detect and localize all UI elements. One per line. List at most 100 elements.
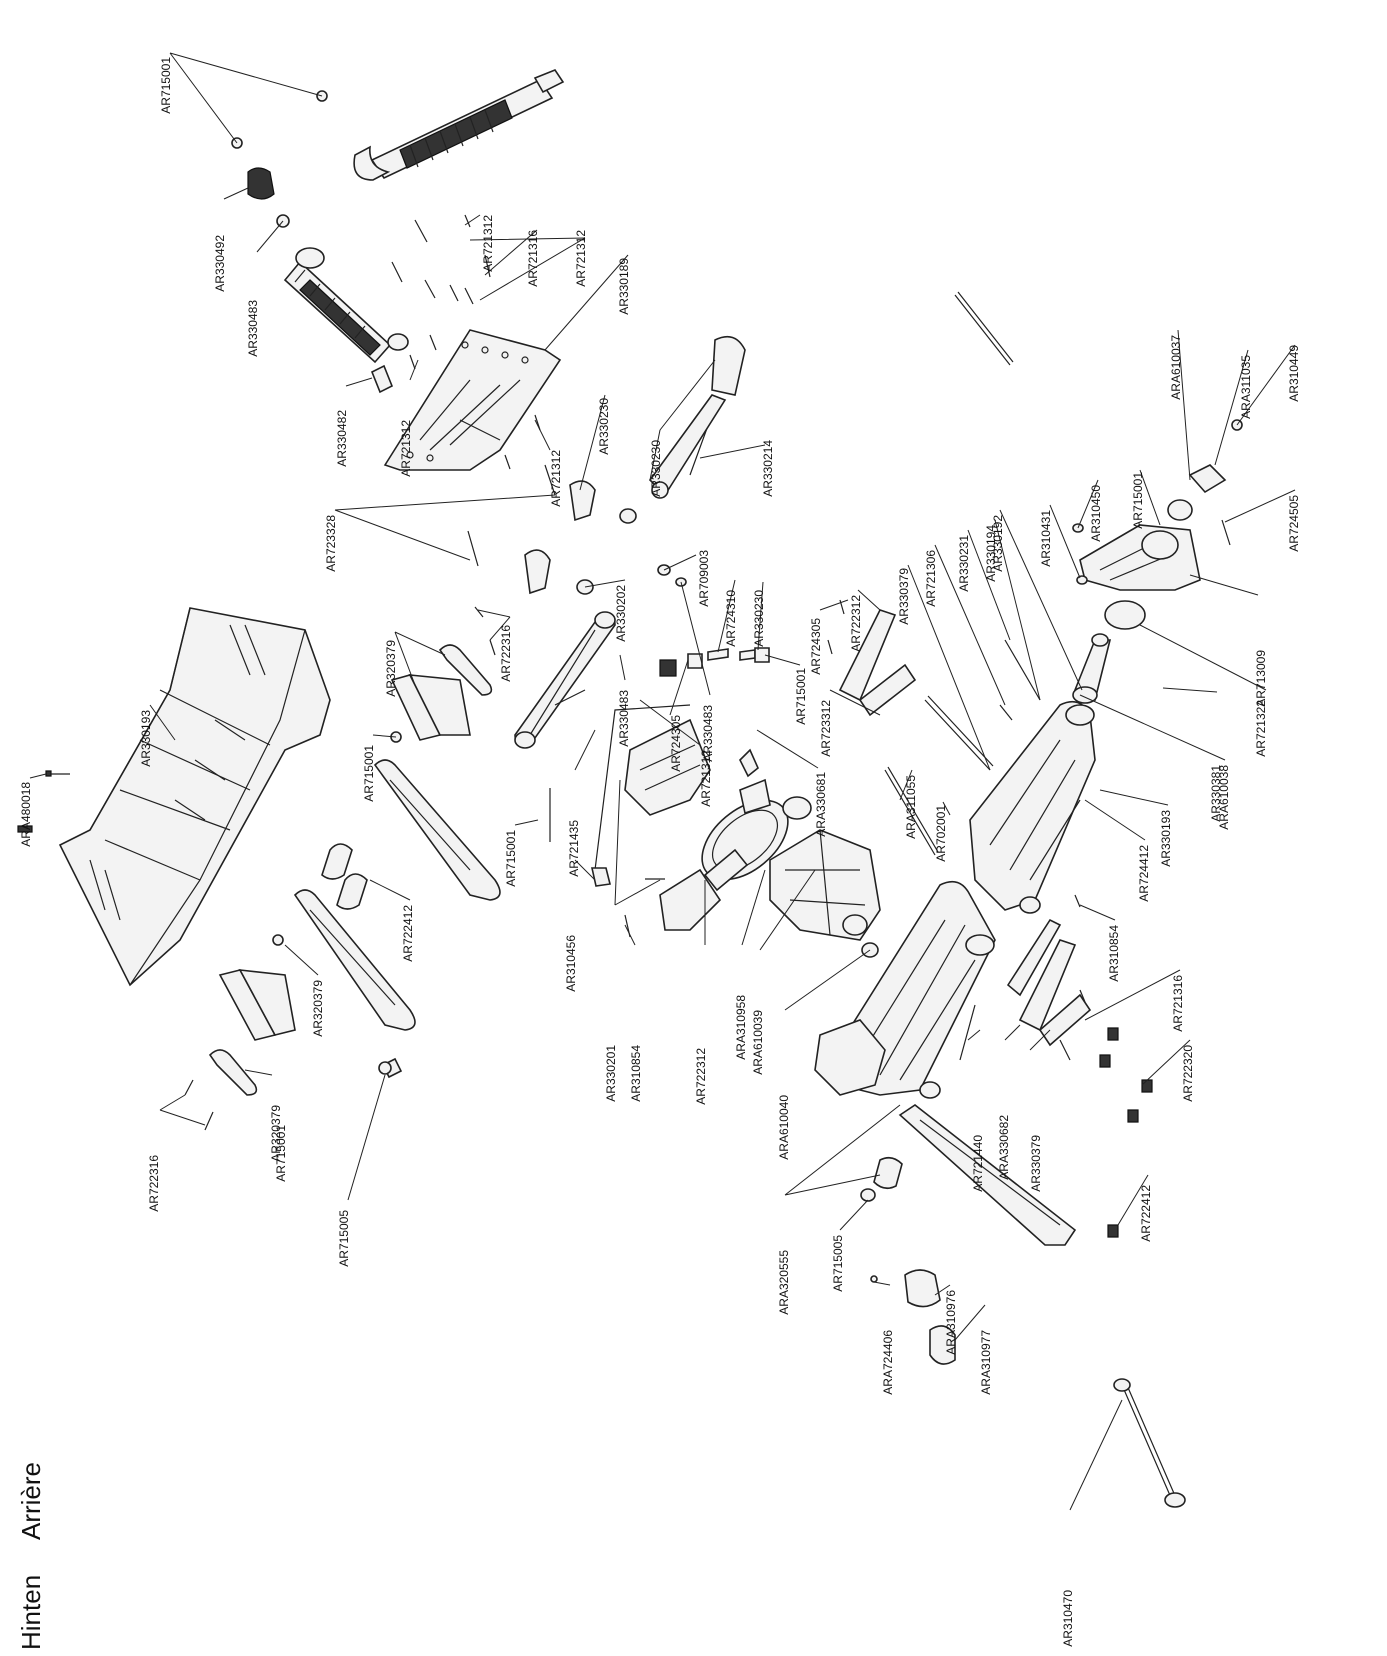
title-hinten: Hinten xyxy=(16,1575,46,1650)
part-number-label: AR724412 xyxy=(1137,845,1151,902)
part-number-label: AR722316 xyxy=(147,1155,161,1212)
part-number-label: AR721440 xyxy=(971,1135,985,1192)
part-number-label: AR330231 xyxy=(957,535,971,592)
part-number-label: AR724305 xyxy=(809,618,823,675)
part-number-label: AR721312 xyxy=(699,750,713,807)
part-number-label: AR715001 xyxy=(1131,472,1145,529)
part-number-label: AR722316 xyxy=(499,625,513,682)
part-number-label: AR330381 xyxy=(1209,765,1223,822)
part-number-label: AR713009 xyxy=(1254,650,1268,707)
part-number-label: AR330379 xyxy=(1029,1135,1043,1192)
part-number-label: AR310470 xyxy=(1061,1590,1075,1647)
part-number-label: AR715001 xyxy=(274,1125,288,1182)
shock-hardware xyxy=(231,90,394,394)
part-number-label: AR320379 xyxy=(269,1105,283,1162)
leader-lines xyxy=(29,52,1296,1511)
part-number-label: AR330483 xyxy=(246,300,260,357)
part-number-label: AR330230 xyxy=(597,398,611,455)
part-number-label: AR721312 xyxy=(574,230,588,287)
part-number-label: AR330201 xyxy=(604,1045,618,1102)
part-number-label: ARA311035 xyxy=(1239,355,1253,419)
hub-carriers xyxy=(524,480,637,595)
part-number-label: AR721312 xyxy=(549,450,563,507)
hinge-pins xyxy=(884,291,1041,856)
part-number-label: AR723312 xyxy=(819,700,833,757)
part-number-label: ARA330681 xyxy=(814,772,828,837)
part-number-label: AR715001 xyxy=(159,57,173,114)
part-number-label: AR330194 xyxy=(984,525,998,582)
part-number-label: AR330230 xyxy=(649,440,663,497)
part-number-label: AR715005 xyxy=(337,1210,351,1267)
turnbuckle xyxy=(648,335,746,499)
part-number-label: AR721312 xyxy=(399,420,413,477)
tower-screws xyxy=(391,214,556,496)
diagram-title: Hinten Arrière xyxy=(16,1462,46,1650)
part-number-label: AR722412 xyxy=(401,905,415,962)
part-number-label: AR723328 xyxy=(324,515,338,572)
lower-arm-upper xyxy=(969,700,1096,914)
part-number-label: AR722312 xyxy=(694,1048,708,1105)
lower-brace xyxy=(873,1081,1077,1246)
part-number-label: AR721435 xyxy=(567,820,581,877)
part-number-label: AR330483 xyxy=(701,705,715,762)
part-number-label: AR715001 xyxy=(504,830,518,887)
part-number-label: AR310449 xyxy=(1287,345,1301,402)
part-number-label: ARA610040 xyxy=(777,1095,791,1160)
part-number-label: AR721312 xyxy=(481,215,495,272)
part-number-label: AR330482 xyxy=(335,410,349,467)
part-number-label: AR330483 xyxy=(617,690,631,747)
part-number-label: AR330492 xyxy=(213,235,227,292)
shock-upper xyxy=(353,69,565,181)
part-number-label: AR310854 xyxy=(629,1045,643,1102)
wing-mounts xyxy=(208,644,493,1096)
title-arriere: Arrière xyxy=(16,1462,46,1540)
part-number-label: AR709003 xyxy=(697,550,711,607)
part-number-label: AR330214 xyxy=(761,440,775,497)
part-number-label: AR330192 xyxy=(991,515,1005,572)
part-number-label: AR722320 xyxy=(1181,1045,1195,1102)
part-number-label: ARA311055 xyxy=(904,775,918,839)
gearbox-housing-right xyxy=(769,829,881,941)
part-number-label: AR330193 xyxy=(1159,810,1173,867)
part-number-label: AR721322 xyxy=(1254,700,1268,757)
part-number-label: AR724505 xyxy=(1287,495,1301,552)
part-number-label: AR320379 xyxy=(384,640,398,697)
axle-stub xyxy=(1072,633,1112,704)
part-number-label: ARA330682 xyxy=(997,1115,1011,1180)
part-number-label: ARA610039 xyxy=(751,1010,765,1075)
part-number-label: AR310854 xyxy=(1107,925,1121,982)
part-number-label: AR310456 xyxy=(564,935,578,992)
part-drawings xyxy=(17,69,1243,1508)
differential xyxy=(701,748,812,892)
drive-shaft xyxy=(1113,1378,1186,1508)
pivot-balls xyxy=(272,731,403,1079)
part-number-label: AR721316 xyxy=(1171,975,1185,1032)
part-number-label: AR722312 xyxy=(849,595,863,652)
part-number-label: AR715001 xyxy=(362,745,376,802)
part-number-label: AR330230 xyxy=(752,590,766,647)
upper-arm-left xyxy=(293,759,501,1031)
part-number-label: ARA480018 xyxy=(19,782,33,847)
center-hardware xyxy=(657,564,770,677)
shock-tower xyxy=(383,329,562,471)
hub-carrier-right xyxy=(1072,419,1243,630)
part-number-label: ARA310958 xyxy=(734,995,748,1060)
shock-lower xyxy=(283,247,409,364)
part-number-label: AR330379 xyxy=(897,568,911,625)
part-number-label: AR715005 xyxy=(831,1235,845,1292)
part-number-label: ARA310976 xyxy=(944,1290,958,1355)
part-number-label: AR320379 xyxy=(311,980,325,1037)
part-number-label: AR702001 xyxy=(934,805,948,862)
nuts-bottom xyxy=(378,1061,876,1202)
part-number-label: AR330193 xyxy=(139,710,153,767)
part-number-label: AR330189 xyxy=(617,258,631,315)
rear-wing xyxy=(58,607,331,987)
part-number-label: AR310450 xyxy=(1089,485,1103,542)
part-number-label: AR715001 xyxy=(794,668,808,725)
part-number-label: AR724305 xyxy=(669,715,683,772)
part-number-label: ARA610037 xyxy=(1169,335,1183,400)
part-number-label: AR330202 xyxy=(614,585,628,642)
part-number-label: AR722412 xyxy=(1139,1185,1153,1242)
